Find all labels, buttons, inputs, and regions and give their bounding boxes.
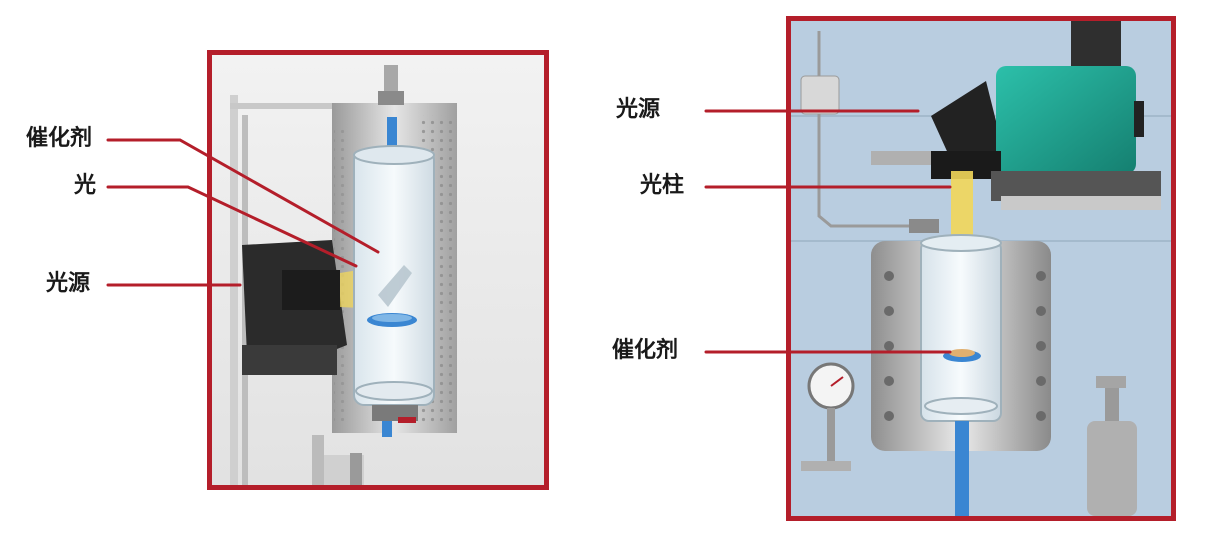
light-source-lens bbox=[282, 270, 340, 310]
right-reactor-panel bbox=[786, 16, 1176, 521]
light-source-lamp bbox=[996, 66, 1136, 174]
left-light-label: 光 bbox=[74, 173, 97, 198]
left-reactor-panel bbox=[207, 50, 549, 490]
lamp-housing bbox=[931, 81, 1006, 171]
left-light-source-label: 光源 bbox=[46, 271, 91, 296]
left-catalyst-label: 催化剂 bbox=[26, 126, 93, 151]
glass-reactor-cylinder bbox=[920, 240, 1002, 422]
right-light-source-label: 光源 bbox=[616, 97, 661, 122]
left-reactor-illustration bbox=[212, 55, 544, 485]
right-reactor-illustration bbox=[791, 21, 1171, 516]
right-catalyst-label: 催化剂 bbox=[612, 338, 679, 363]
gas-cylinder bbox=[1087, 421, 1137, 516]
right-light-column-label: 光柱 bbox=[640, 173, 685, 198]
